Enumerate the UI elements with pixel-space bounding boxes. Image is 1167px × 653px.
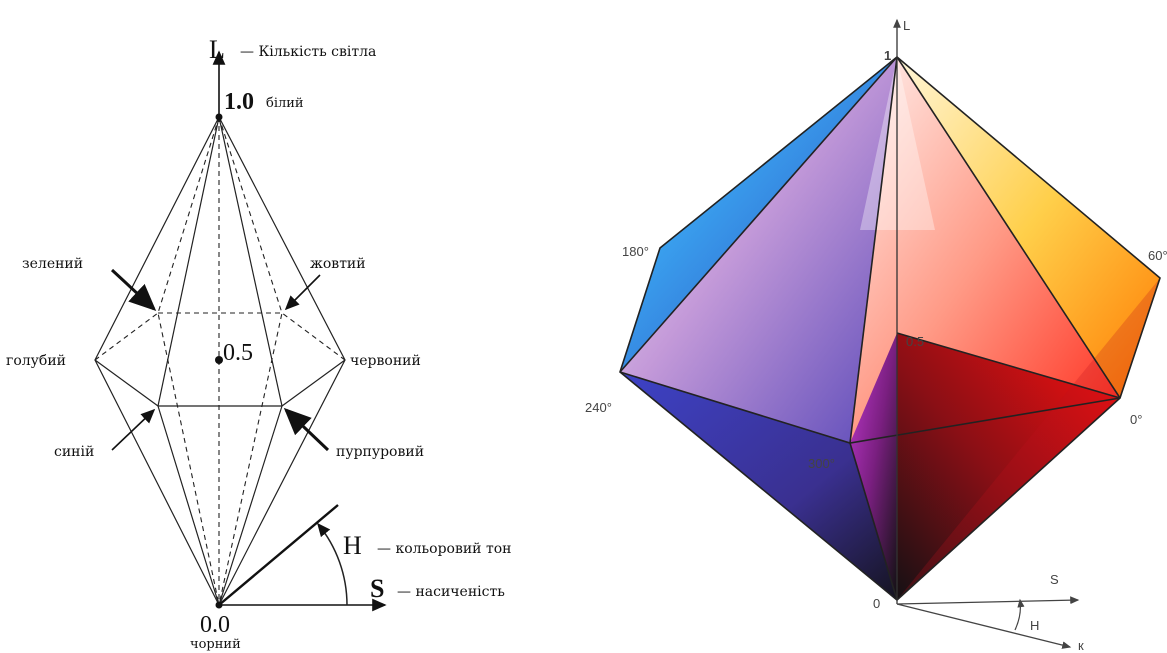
right-mid-value: 0.5: [906, 334, 924, 349]
edge-outline-left: [619, 56, 898, 601]
h-axis-desc: — кольоровий тон: [377, 541, 511, 557]
right-s-axis: [896, 596, 1080, 605]
face-lower-front: [850, 333, 897, 600]
edge-300-to-bottom: [849, 442, 898, 601]
s-axis-desc: — насиченість: [397, 584, 505, 600]
white-point: [215, 113, 223, 121]
edges-yellow: [218, 116, 283, 606]
magenta-pointer-arrow: [283, 407, 330, 452]
l-axis-desc: — Кількість світла: [240, 44, 376, 60]
hex-bl: [94, 359, 159, 407]
angle-180-label: 180°: [622, 244, 649, 259]
hex-tl-dashed: [94, 312, 159, 361]
edge-mid-to-0: [896, 332, 1121, 399]
h-axis-line: [218, 504, 339, 606]
right-k-axis: [896, 603, 1072, 649]
mid-value: 0.5: [223, 340, 253, 366]
h-angle-arc: [317, 522, 348, 606]
angle-300-label: 300°: [808, 456, 835, 471]
edge-top-to-300: [849, 56, 898, 444]
label-yellow: жовтий: [310, 256, 366, 272]
h-axis-label: H: [343, 531, 362, 560]
edge-outline-right: [896, 56, 1161, 601]
right-l-label: L: [903, 18, 910, 33]
right-h-label: H: [1030, 618, 1039, 633]
angle-0-label: 0°: [1130, 412, 1142, 427]
label-red: червоний: [350, 353, 421, 369]
top-name: білий: [266, 96, 304, 111]
right-s-label: S: [1050, 572, 1059, 587]
l-axis-label: L: [209, 35, 225, 64]
hex-br: [281, 359, 346, 407]
label-blue: синій: [54, 444, 94, 460]
hex-tr-dashed: [281, 312, 346, 361]
right-hls-3d-diagram: L 1 0.5 0 180° 60° 240° 0° 300° S H к: [585, 18, 1167, 653]
angle-60-label: 60°: [1148, 248, 1167, 263]
edge-top-to-240: [619, 56, 898, 373]
left-hls-diagram: L — Кількість світла 1.0 білий 0.5 0.0 ч…: [6, 35, 511, 652]
label-magenta: пурпуровий: [336, 444, 424, 460]
edges-blue: [157, 116, 220, 606]
bottom-name: чорний: [190, 637, 241, 652]
label-green: зелений: [22, 256, 83, 272]
face-lower-right: [897, 333, 1120, 600]
blue-pointer-arrow: [111, 408, 156, 451]
face-upper-front-left: [620, 57, 897, 443]
right-h-arc: [1014, 598, 1025, 631]
bottom-value: 0.0: [200, 612, 230, 638]
right-bottom-value: 0: [873, 596, 880, 611]
label-cyan: голубий: [6, 353, 66, 369]
green-pointer-arrow: [110, 268, 157, 312]
s-axis-label: S: [370, 574, 384, 603]
right-top-value: 1: [884, 48, 891, 63]
right-k-label: к: [1078, 638, 1084, 653]
mid-point: [215, 356, 223, 364]
edges-outer-left: [94, 116, 220, 606]
top-value: 1.0: [224, 89, 254, 115]
edge-top-to-0: [896, 56, 1121, 399]
yellow-pointer-arrow: [284, 274, 321, 311]
angle-240-label: 240°: [585, 400, 612, 415]
